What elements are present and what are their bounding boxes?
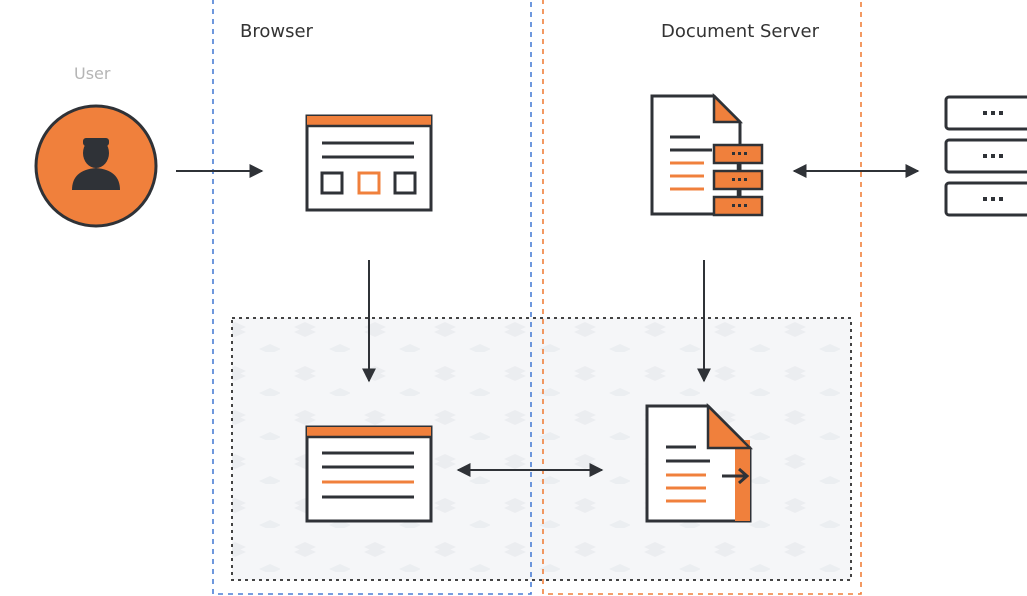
user-avatar-icon: [34, 104, 158, 228]
browser-window-icon: [305, 114, 433, 212]
document-server-boundary: [542, 0, 862, 595]
browser-label: Browser: [240, 21, 313, 42]
browser-boundary: [212, 0, 532, 595]
document-export-icon: [645, 402, 754, 523]
user-label: User: [74, 64, 111, 83]
storage-servers-icon: [944, 95, 1027, 217]
document-editor-icon: [305, 425, 433, 523]
document-server-label: Document Server: [661, 21, 820, 42]
document-server-icon: [650, 92, 764, 217]
